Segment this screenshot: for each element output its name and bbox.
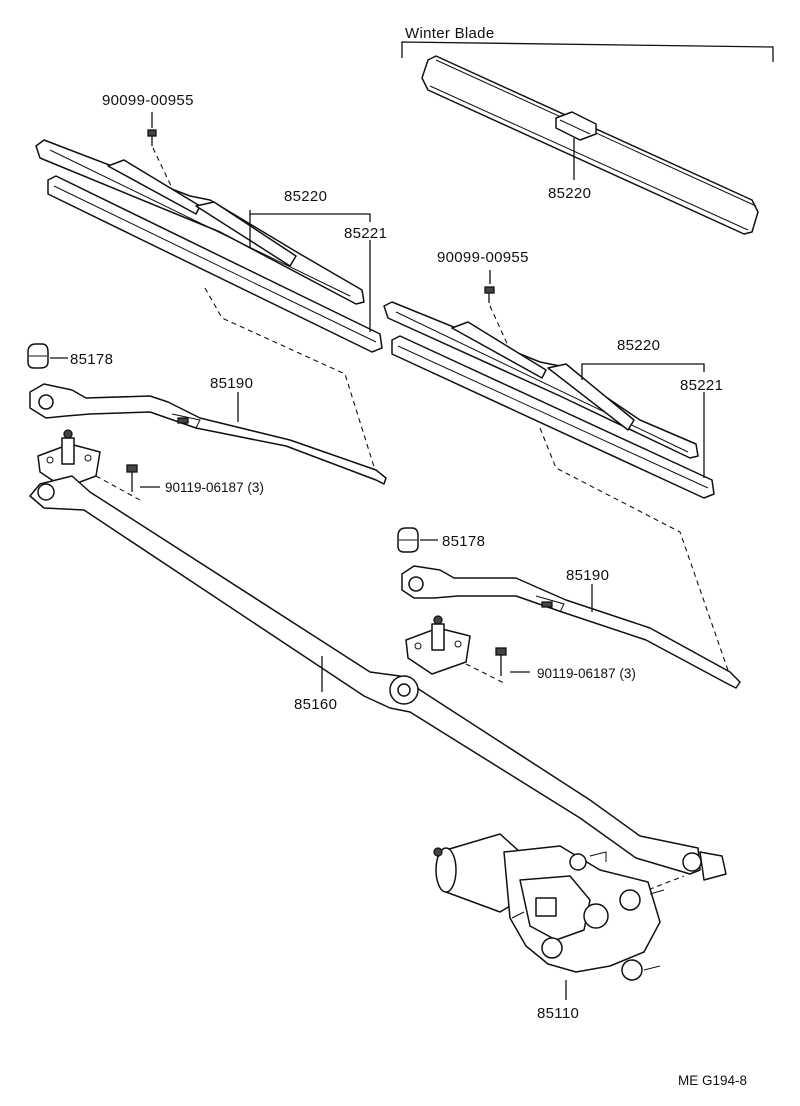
- wiper-motor-group: 85110: [433, 833, 665, 1022]
- label-right-cap-85178: 85178: [442, 533, 485, 550]
- left-arm-cap[interactable]: [27, 343, 49, 369]
- wiper-linkage[interactable]: [29, 475, 701, 875]
- winter-blade-group: Winter Blade 85220: [401, 25, 774, 235]
- label-left-bolt: 90119-06187 (3): [165, 480, 264, 495]
- figure-code: ME G194-8: [678, 1073, 747, 1088]
- label-left-rubber-85221: 85221: [344, 225, 387, 242]
- winter-blade-bracket-line: [401, 41, 774, 62]
- label-left-arm-85190: 85190: [210, 375, 253, 392]
- label-motor-85110: 85110: [537, 1005, 579, 1022]
- label-right-screw: 90099-00955: [437, 249, 529, 266]
- label-left-cap-85178: 85178: [70, 351, 113, 368]
- winter-blade-clip: [555, 111, 597, 141]
- right-arm-group: 85178 85190 90119-06187 (3): [397, 527, 741, 689]
- label-left-blade-85220: 85220: [284, 188, 327, 205]
- right-blade-group: 90099-00955 85220 85221: [383, 249, 731, 677]
- label-right-rubber-85221: 85221: [680, 377, 723, 394]
- right-wiper-arm[interactable]: [401, 565, 741, 689]
- winter-blade-title: Winter Blade: [405, 25, 494, 42]
- right-mount-bolt: [495, 647, 507, 676]
- label-linkage-85160: 85160: [294, 696, 337, 713]
- wiper-linkage-group: 85160: [29, 475, 727, 897]
- left-arm-group: 85178 85190 90119-06187 (3): [27, 343, 387, 501]
- right-blade-screw: [484, 286, 495, 303]
- label-left-screw: 90099-00955: [102, 92, 194, 109]
- right-arm-cap[interactable]: [397, 527, 419, 553]
- left-wiper-arm[interactable]: [29, 383, 387, 485]
- wiper-motor[interactable]: [433, 833, 665, 981]
- label-winter-blade-85220: 85220: [548, 185, 591, 202]
- left-mount-bolt: [126, 464, 138, 492]
- label-right-arm-85190: 85190: [566, 567, 609, 584]
- left-blade-screw: [147, 129, 157, 146]
- label-right-bolt: 90119-06187 (3): [537, 666, 636, 681]
- label-right-blade-85220: 85220: [617, 337, 660, 354]
- right-pivot[interactable]: [405, 615, 471, 675]
- winter-blade[interactable]: [421, 55, 759, 235]
- left-blade-group: 90099-00955 85220 85221: [35, 92, 387, 471]
- left-pivot[interactable]: [37, 429, 101, 489]
